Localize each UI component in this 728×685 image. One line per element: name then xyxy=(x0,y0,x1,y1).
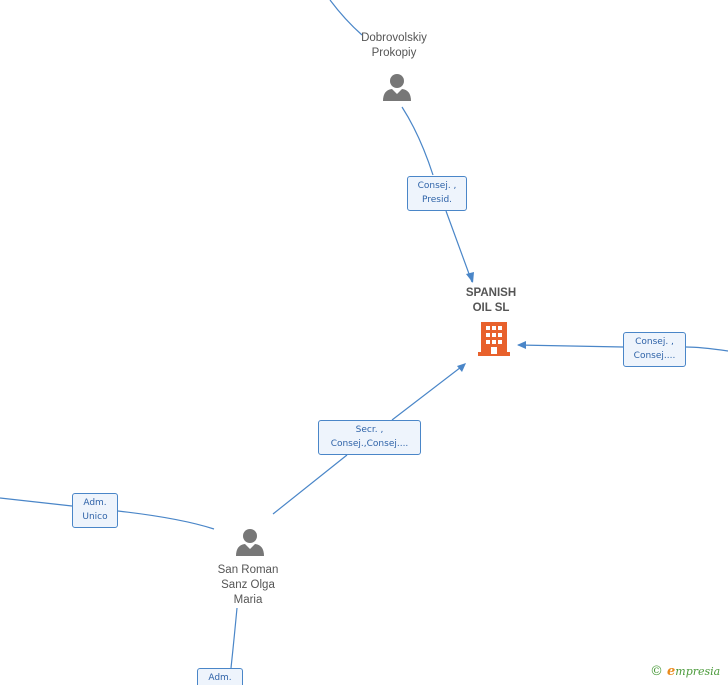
person-name-dobrovolskiy[interactable]: Dobrovolskiy Prokopiy xyxy=(361,32,427,59)
person-icon[interactable] xyxy=(235,527,265,557)
edge-label-adm-bottom[interactable]: Adm. xyxy=(197,668,243,685)
edge-line-sanroman-company xyxy=(272,363,466,515)
company-name[interactable]: SPANISH OIL SL xyxy=(465,287,517,314)
edge-line-sanroman-bottom xyxy=(230,607,238,669)
brand-logo: ©empresia xyxy=(650,664,721,679)
edge-line-dobrovolskiy-company xyxy=(401,106,473,283)
person-name-sanroman[interactable]: San Roman Sanz Olga Maria xyxy=(217,564,279,606)
edge-label-adm-unico[interactable]: Adm. Unico xyxy=(72,493,118,528)
arrowhead-company-left xyxy=(457,363,466,372)
edge-label-secr[interactable]: Secr. , Consej.,Consej.... xyxy=(318,420,421,455)
edge-label-consej-right[interactable]: Consej. , Consej.... xyxy=(623,332,686,367)
building-icon[interactable] xyxy=(478,322,510,356)
edge-line-left-sanroman xyxy=(0,497,215,530)
edge-label-consej-presid[interactable]: Consej. , Presid. xyxy=(407,176,467,211)
copyright-icon: © xyxy=(650,664,663,679)
arrowhead-company-top xyxy=(466,272,474,283)
arrowhead-company-right xyxy=(517,341,526,349)
person-icon[interactable] xyxy=(382,72,412,102)
edge-line-top-left xyxy=(329,0,363,36)
edge-line-right-company xyxy=(517,344,728,352)
